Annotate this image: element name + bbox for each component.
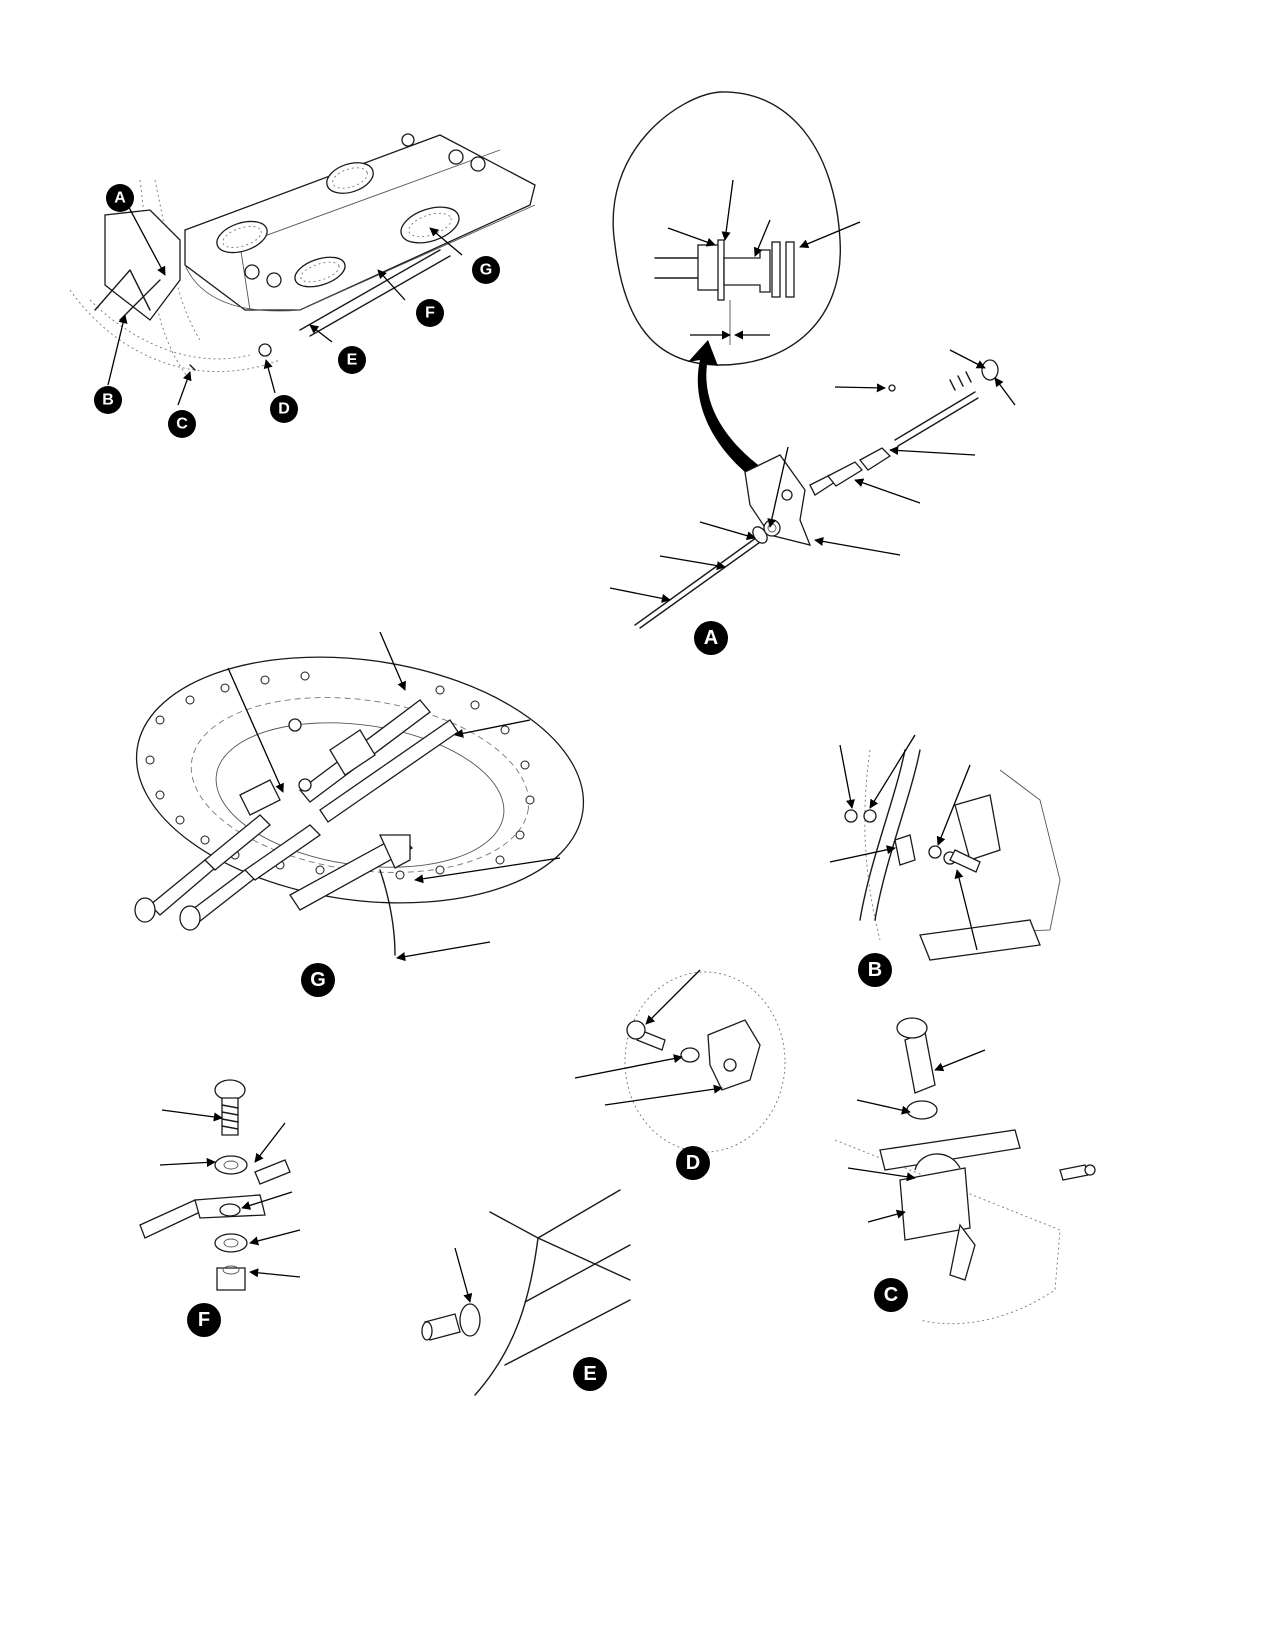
cockpit-bracket	[104, 209, 181, 321]
svg-text:F: F	[198, 1309, 210, 1331]
svg-text:E: E	[347, 352, 358, 369]
magnified-view-circle	[612, 91, 841, 366]
svg-text:B: B	[102, 392, 114, 409]
detail-b-clamp-mounting	[829, 734, 1061, 961]
detail-tag-g: G	[301, 963, 335, 997]
detail-d-grommet-screw	[574, 969, 786, 1153]
callout-tag-overview-d: D	[270, 395, 298, 423]
callout-tag-overview-a: A	[106, 184, 134, 212]
detail-tag-d: D	[676, 1146, 710, 1180]
detail-tag-f: F	[187, 1303, 221, 1337]
svg-text:C: C	[884, 1284, 898, 1306]
overview-leaders	[107, 199, 463, 406]
svg-text:F: F	[425, 305, 435, 322]
detail-f-clamp-hardware	[139, 1079, 301, 1291]
fuel-tank-body	[184, 134, 536, 311]
svg-text:C: C	[176, 416, 188, 433]
svg-text:B: B	[868, 959, 882, 981]
svg-text:D: D	[278, 401, 290, 418]
callout-tag-overview-c: C	[168, 410, 196, 438]
detail-a-fuel-quantity-probe	[609, 91, 1016, 629]
callout-tag-overview-g: G	[472, 256, 500, 284]
detail-tag-a: A	[694, 621, 728, 655]
overview-fuel-tank-view	[69, 133, 536, 381]
callout-tag-overview-e: E	[338, 346, 366, 374]
svg-text:A: A	[704, 627, 718, 649]
detail-g-tank-access-cover	[134, 631, 585, 962]
svg-text:E: E	[583, 1363, 596, 1385]
detail-tag-b: B	[858, 953, 892, 987]
detail-tag-e: E	[573, 1357, 607, 1391]
svg-text:A: A	[114, 190, 126, 207]
detail-e-drain-fitting	[421, 1189, 631, 1396]
svg-text:D: D	[686, 1152, 700, 1174]
callout-tag-overview-f: F	[416, 299, 444, 327]
callout-tag-overview-b: B	[94, 386, 122, 414]
detail-tag-c: C	[874, 1278, 908, 1312]
detail-c-clamp-block	[834, 1017, 1096, 1325]
magnify-arrow	[688, 340, 762, 480]
svg-text:G: G	[480, 262, 492, 279]
svg-text:G: G	[310, 969, 326, 991]
